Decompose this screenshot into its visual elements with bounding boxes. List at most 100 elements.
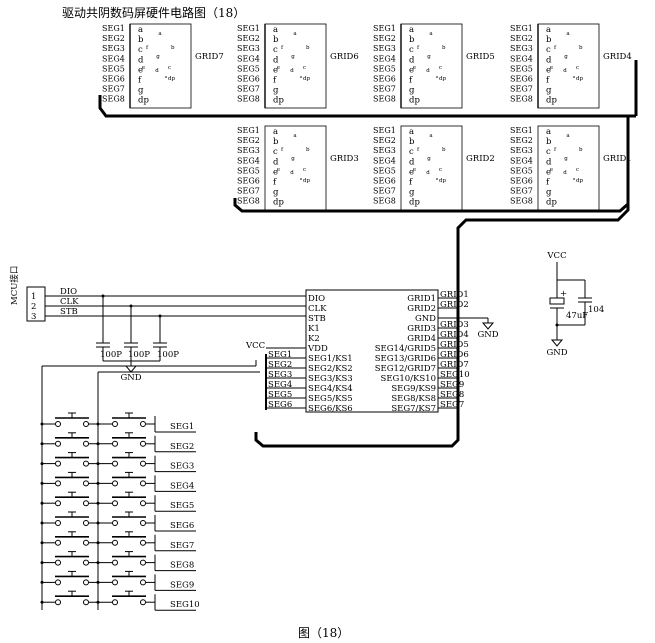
seg-label: SEG7 — [510, 187, 533, 196]
pin-letter: c — [138, 45, 143, 55]
key-row-label: SEG7 — [170, 541, 194, 551]
segment-inner-upper — [288, 40, 300, 53]
pin-letter: dp — [273, 198, 284, 208]
digit-letter: c — [576, 167, 579, 173]
digit-module — [537, 23, 600, 109]
mcu-connector — [26, 286, 46, 322]
ic-right-wire-label: GRID7 — [440, 360, 469, 370]
digit-module — [400, 23, 463, 109]
key-contact — [55, 460, 61, 467]
seg-bus-top — [98, 95, 636, 118]
mcu-signal-label: CLK — [60, 297, 79, 307]
key-contact — [112, 559, 118, 566]
ic-pin-right: SEG9/KS9 — [391, 384, 436, 394]
digit-letter: c — [439, 65, 442, 71]
seg-label: SEG8 — [510, 197, 533, 206]
seg-label: SEG4 — [510, 156, 533, 165]
digit-letter: dp — [303, 76, 311, 82]
key-contact — [83, 579, 89, 586]
junction-dot — [158, 314, 162, 318]
seg-label: SEG8 — [237, 95, 260, 104]
gnd-triangle — [481, 322, 495, 330]
ic-left-wire-label: SEG2 — [268, 360, 292, 370]
junction-dot — [40, 580, 44, 584]
ic-left-wire-label: SEG4 — [268, 380, 292, 390]
seg-label: SEG2 — [373, 34, 396, 43]
junction-dot — [40, 561, 44, 565]
digit-letter: a — [566, 133, 570, 139]
digit-letter: a — [158, 31, 162, 37]
pin-letter: g — [409, 188, 415, 198]
key-contact — [55, 599, 61, 606]
junction-dot — [96, 541, 100, 545]
pin-letter: e — [273, 65, 278, 75]
ic-right-wire-label: GRID5 — [440, 340, 469, 350]
junction-dot — [40, 501, 44, 505]
digit-letter: a — [429, 133, 433, 139]
digit-letter: d — [426, 170, 430, 176]
digit-letter: e — [550, 65, 553, 71]
junction-dot — [40, 422, 44, 426]
key-contact — [112, 460, 118, 467]
cap2-label: 104 — [588, 305, 604, 315]
key-row-label: SEG8 — [170, 561, 194, 571]
seg-label: SEG1 — [373, 126, 396, 135]
junction-dot — [40, 600, 44, 604]
pin-letter: g — [546, 188, 552, 198]
seg-label: SEG5 — [237, 166, 260, 175]
key-contact — [112, 480, 118, 487]
pin-letter: a — [409, 25, 414, 35]
digit-letter: e — [413, 65, 416, 71]
key-contact — [55, 480, 61, 487]
ic-pin-left: K1 — [308, 324, 320, 334]
seg-label: SEG8 — [237, 197, 260, 206]
pin-letter: f — [138, 76, 142, 86]
seg-label: SEG7 — [373, 187, 396, 196]
seg-label: SEG8 — [510, 95, 533, 104]
seg-label: SEG1 — [237, 24, 260, 33]
key-contact — [112, 599, 118, 606]
pin-letter: b — [409, 137, 415, 147]
pin-letter: f — [273, 178, 277, 188]
filter-capacitor — [124, 306, 138, 361]
key-contact — [112, 500, 118, 507]
seg-label: SEG3 — [102, 44, 125, 53]
digit-letter: c — [439, 167, 442, 173]
digit-letter: b — [579, 45, 583, 51]
digit-letter: b — [442, 147, 446, 153]
ic-left-wire-label: SEG6 — [268, 400, 292, 410]
pin-letter: d — [273, 55, 279, 65]
seg-label: SEG2 — [510, 136, 533, 145]
seg-label: SEG1 — [510, 24, 533, 33]
junction-dot — [40, 521, 44, 525]
figure-caption: 图（18） — [298, 626, 349, 640]
digit-letter: g — [291, 54, 295, 60]
seg-label: SEG3 — [510, 44, 533, 53]
digit-letter: dp — [439, 178, 447, 184]
decimal-point — [436, 76, 438, 78]
digit-letter: b — [306, 147, 310, 153]
seg-label: SEG2 — [510, 34, 533, 43]
ic-right-wire-label: GRID1 — [440, 290, 469, 300]
pin-letter: b — [546, 35, 552, 45]
gnd-triangle — [124, 365, 138, 373]
driver-ic — [305, 289, 439, 413]
ic-right-wire-label: SEG8 — [440, 390, 464, 400]
digit-letter: f — [417, 147, 420, 153]
seg-label: SEG7 — [237, 187, 260, 196]
pin-letter: d — [546, 55, 552, 65]
cap-label: 100P — [128, 350, 150, 360]
digit-module — [537, 125, 600, 211]
mcu-pin-number: 2 — [31, 302, 36, 312]
pin-letter: d — [546, 157, 552, 167]
key-row-label: SEG2 — [170, 442, 194, 452]
cap-label: 100P — [100, 350, 122, 360]
ic-pin-left: SEG5/KS5 — [308, 394, 353, 404]
pin-letter: dp — [273, 96, 284, 106]
ic-pin-right: SEG12/GRID7 — [375, 364, 436, 374]
ic-pin-right: SEG13/GRID6 — [375, 354, 436, 364]
key-row — [42, 412, 196, 433]
digit-letter: g — [564, 54, 568, 60]
pin-letter: b — [273, 35, 279, 45]
seg-label: SEG1 — [510, 126, 533, 135]
